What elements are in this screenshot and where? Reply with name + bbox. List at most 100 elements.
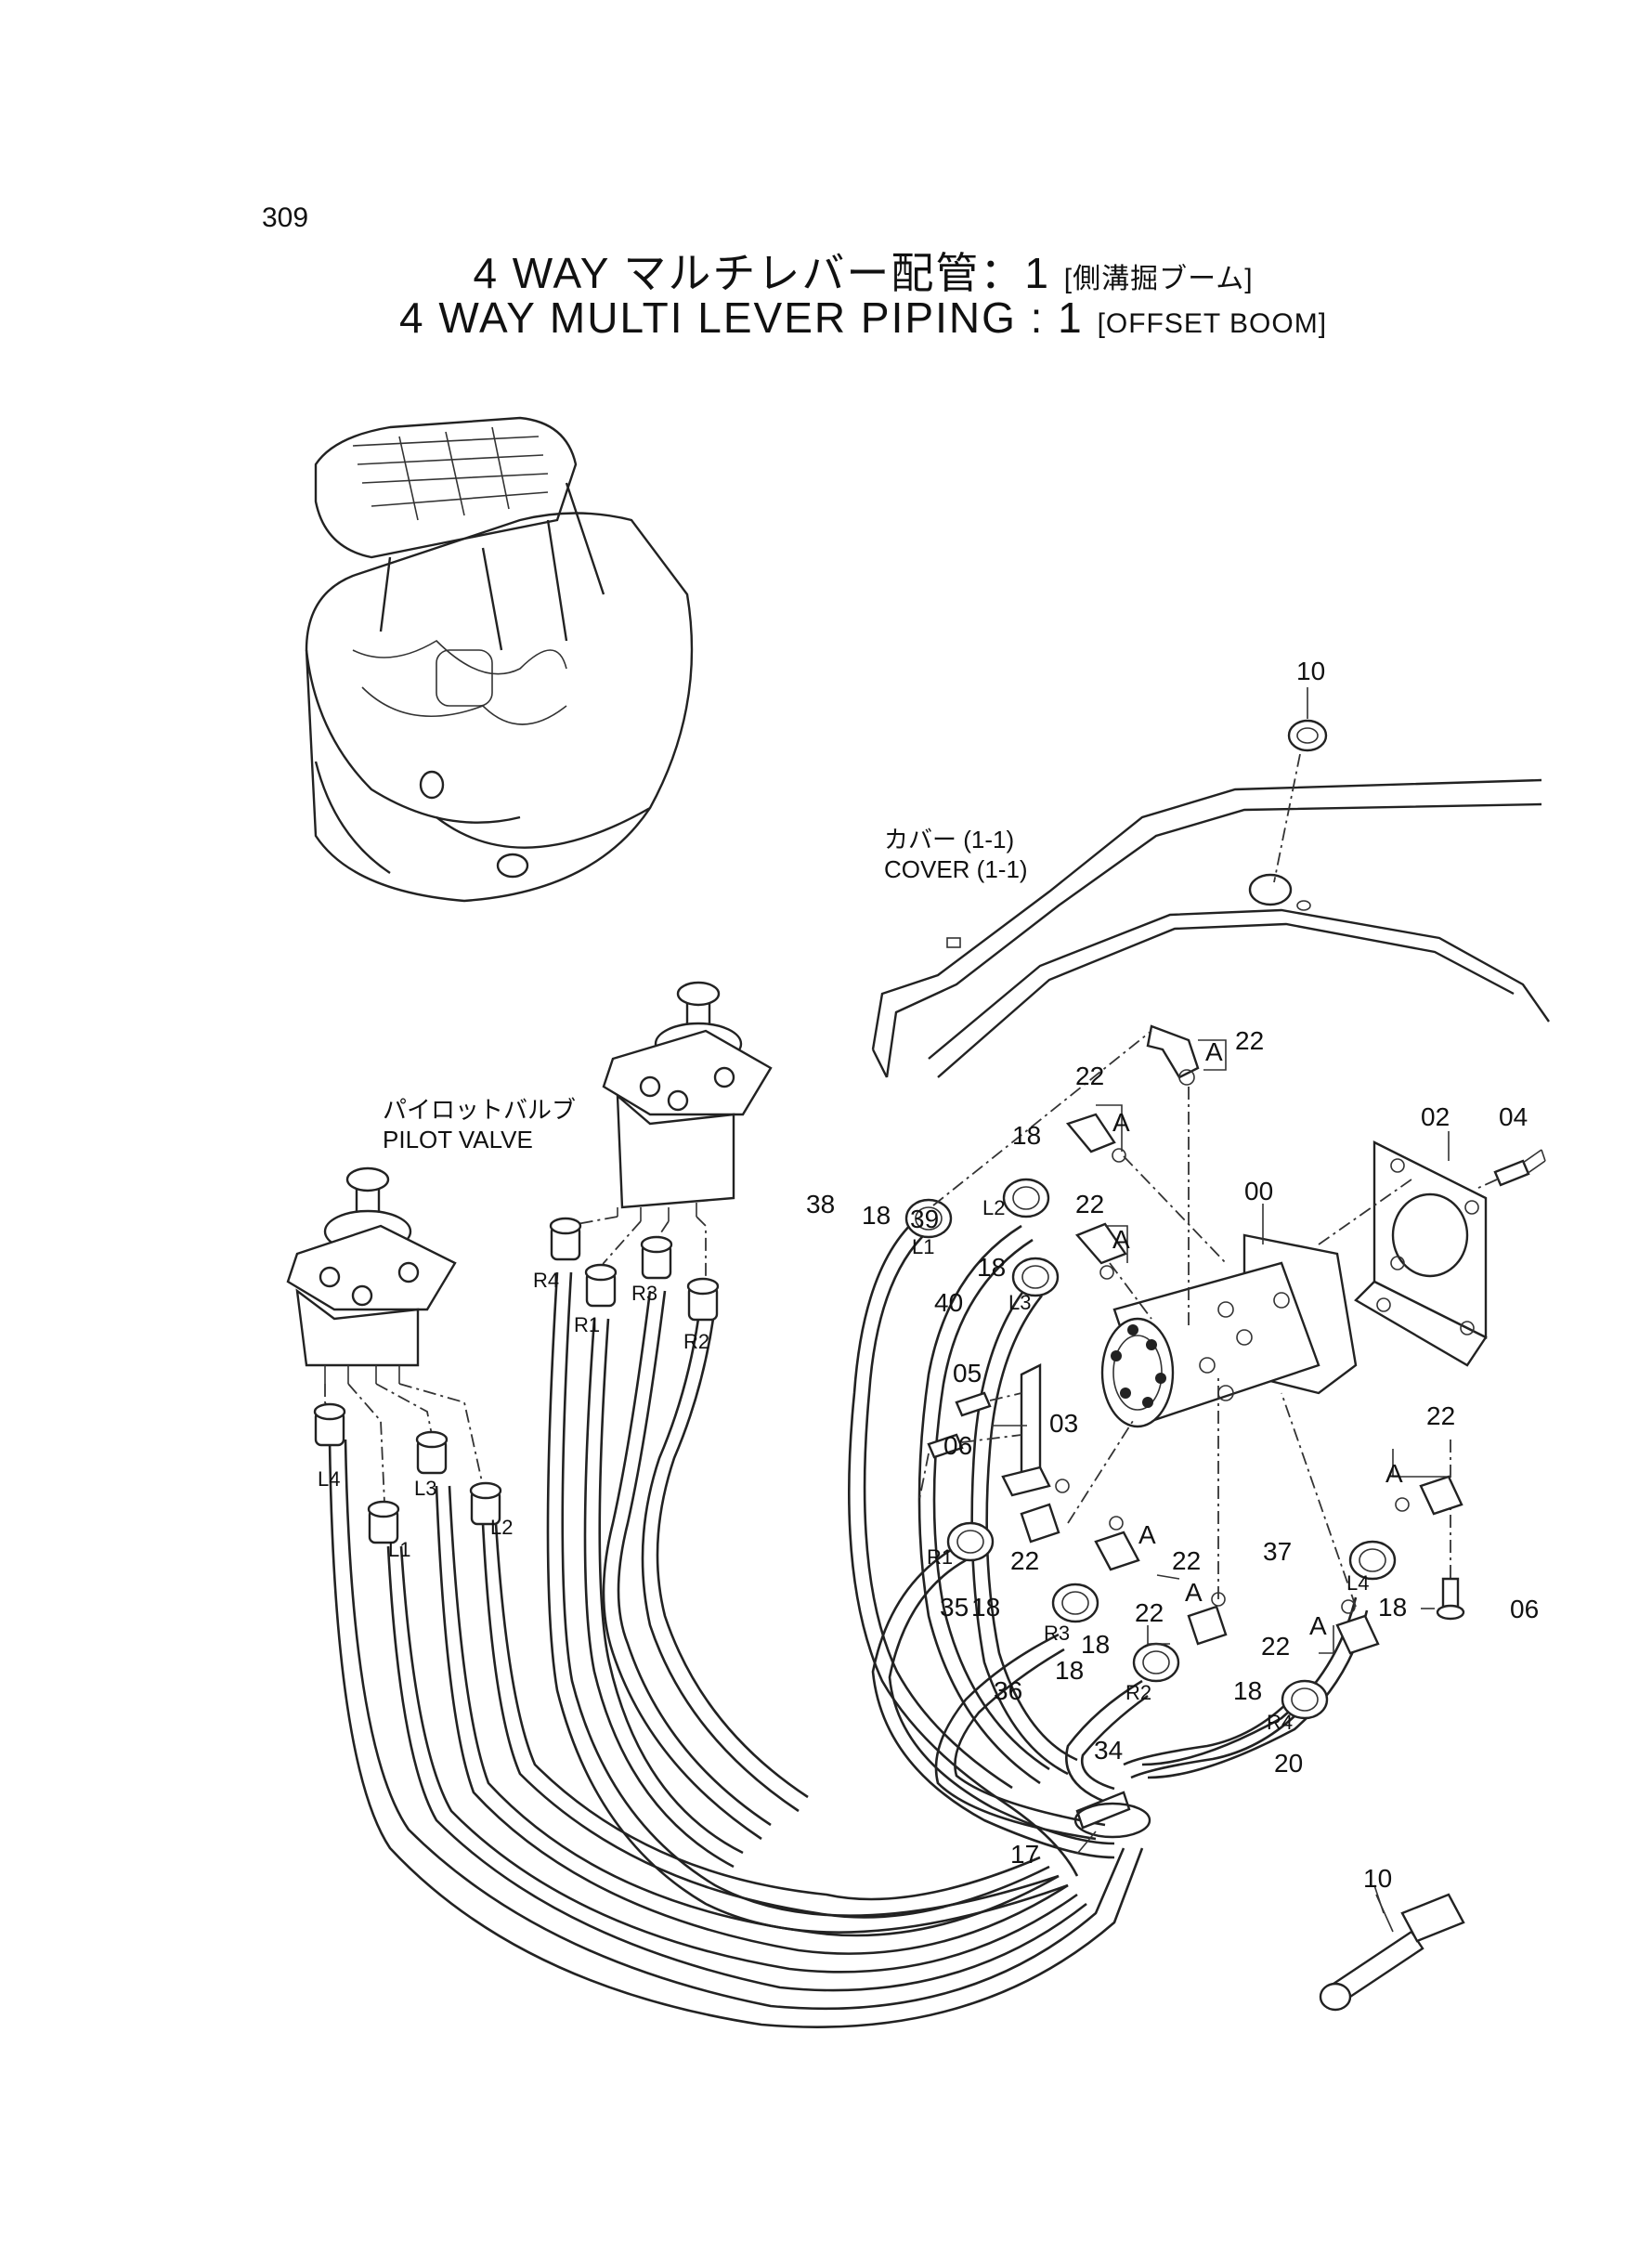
swivel-joint-part-00: [1100, 1233, 1358, 1428]
part-label-00: 00: [1244, 1177, 1273, 1205]
hose-fittings-valve-side: [313, 1217, 720, 1544]
part-label-05: 05: [953, 1359, 982, 1388]
clamp-20-g: [1281, 1679, 1329, 1720]
fitting-R3: [640, 1235, 673, 1280]
title-jp-suffix: [側溝掘ブーム]: [1063, 264, 1254, 294]
part-label-22: 22: [1075, 1062, 1104, 1090]
port-label-L3: L3: [1008, 1291, 1031, 1314]
clamp-20-e: [1051, 1583, 1099, 1623]
port-label-R1: R1: [574, 1313, 600, 1336]
leader-lines: [992, 687, 1450, 1914]
bolt-part-06-right: [1436, 1440, 1465, 1621]
title-japanese: 4 WAY マルチレバー配管：1 [側溝掘ブーム]: [0, 240, 1652, 301]
part-label-39: 38: [806, 1190, 835, 1218]
part-label-04: 04: [1499, 1102, 1528, 1131]
page-number: 309: [262, 202, 309, 233]
clamp-20-b: [1002, 1178, 1050, 1218]
part-label-37: 36: [994, 1676, 1022, 1705]
cover-label-en: COVER (1-1): [884, 855, 1028, 883]
title-en-suffix: [OFFSET BOOM]: [1097, 308, 1328, 339]
part-label-20: 18: [1233, 1676, 1262, 1705]
clamp-20-h: [1348, 1540, 1397, 1581]
cover-outline: [871, 778, 1550, 1078]
part-label-20: 18: [971, 1593, 1000, 1622]
pilot-valve-label-en: PILOT VALVE: [383, 1126, 533, 1153]
alignment-lines: [932, 1030, 1412, 1608]
port-labels: L4 L1 L3 L2 R4 R1 R3 R2 L1 L2 L3 L4 R1 R…: [318, 1196, 1369, 1734]
port-label-R4: R4: [533, 1269, 559, 1292]
part-label-20: 18: [1081, 1630, 1110, 1659]
port-label-R3: R3: [1044, 1622, 1070, 1645]
hoses-right-valve: [546, 1216, 1069, 1934]
part-label-20: 18: [1378, 1593, 1407, 1622]
fitting-R1: [584, 1263, 618, 1308]
port-label-L1: L1: [388, 1538, 410, 1561]
part-label-35: 35: [940, 1593, 969, 1622]
part-label-22: 22: [1075, 1190, 1104, 1218]
clamp-20-d: [946, 1521, 995, 1562]
part-label-40: 39: [910, 1205, 939, 1233]
port-label-R2: R2: [683, 1330, 709, 1353]
clamp-20-f: [1132, 1642, 1180, 1683]
part-label-22: 22: [1010, 1546, 1039, 1575]
part-17-fitting: [1319, 1893, 1465, 2012]
part-label-20: 18: [1055, 1656, 1084, 1685]
port-label-R3: R3: [631, 1282, 657, 1305]
plug-part-10: [1273, 719, 1328, 883]
detail-marker-A: A: [1185, 1578, 1203, 1607]
bracket-part-02: [1354, 1140, 1488, 1367]
part-label-22: 22: [1426, 1401, 1455, 1430]
port-label-R1: R1: [927, 1545, 953, 1569]
bracket-part-03: [918, 1363, 1051, 1501]
cover-label-jp: カバー (1-1): [884, 826, 1014, 853]
part-label-10: 10: [1296, 657, 1325, 685]
port-label-R2: R2: [1125, 1681, 1151, 1704]
port-label-R4: R4: [1267, 1711, 1293, 1734]
part-label-36: 34: [1094, 1736, 1123, 1765]
part-label-06: 06: [1510, 1595, 1539, 1623]
detail-marker-A: A: [1138, 1520, 1156, 1549]
port-label-L3: L3: [414, 1477, 436, 1500]
part-label-22: 22: [1135, 1598, 1164, 1627]
part-label-20: 18: [862, 1201, 891, 1230]
part-label-20: 18: [1012, 1121, 1041, 1150]
pilot-valve-label-jp: パイロットバルブ: [383, 1096, 576, 1124]
bolt-part-04: [1476, 1149, 1546, 1190]
part-label-41: 40: [934, 1288, 963, 1317]
clamp-20-c: [1011, 1257, 1060, 1297]
detail-marker-A: A: [1112, 1108, 1130, 1137]
detail-marker-A: A: [1309, 1611, 1327, 1640]
port-label-L1: L1: [912, 1235, 934, 1258]
hoses-left-valve: [324, 1383, 1144, 2028]
port-label-L2: L2: [490, 1516, 513, 1539]
fitting-L4: [313, 1402, 346, 1447]
pilot-valve-right: [602, 981, 773, 1221]
detail-marker-A: A: [1112, 1225, 1130, 1254]
fitting-R4: [549, 1217, 582, 1261]
fitting-R2: [686, 1277, 720, 1322]
part-number-labels: 10 22 22 22 02 04 00 18 18 18 38 39 40 0…: [806, 657, 1539, 1893]
port-label-L2: L2: [982, 1196, 1005, 1219]
detail-marker-A: A: [1205, 1037, 1223, 1066]
fitting-L2: [469, 1481, 502, 1526]
part-label-22: 22: [1172, 1546, 1201, 1575]
pilot-valve-left: [286, 1166, 457, 1384]
excavator-overview-illustration: [305, 416, 694, 903]
port-label-L4: L4: [1346, 1571, 1369, 1595]
fitting-L3: [415, 1430, 449, 1475]
part-label-22: 22: [1235, 1026, 1264, 1055]
fittings-20-22: [904, 1024, 1463, 1720]
port-label-L4: L4: [318, 1467, 340, 1491]
part-label-17: 10: [1363, 1864, 1392, 1893]
part-label-20: 18: [977, 1253, 1006, 1282]
part-label-03: 03: [1049, 1409, 1078, 1438]
title-en-main: 4 WAY MULTI LEVER PIPING : 1: [398, 293, 1084, 342]
part-label-34: 20: [1274, 1749, 1303, 1778]
title-english: 4 WAY MULTI LEVER PIPING : 1 [OFFSET BOO…: [0, 293, 1652, 343]
clamp-20-a: [904, 1198, 953, 1239]
part-label-22: 22: [1261, 1632, 1290, 1661]
detail-a-markers: A A A A A A A: [1112, 1037, 1403, 1640]
title-jp-main: 4 WAY マルチレバー配管：1: [473, 249, 1050, 297]
fitting-L1: [367, 1500, 400, 1544]
